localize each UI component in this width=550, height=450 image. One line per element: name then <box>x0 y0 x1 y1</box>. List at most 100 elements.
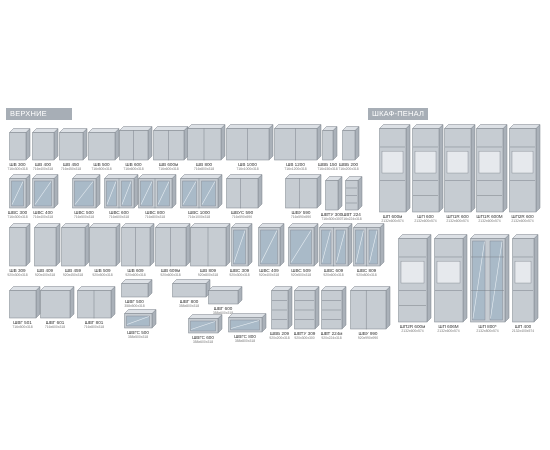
cabinet-shvus590[interactable] <box>225 173 263 214</box>
cabinet-shvtu309[interactable] <box>293 285 320 335</box>
cabinet-drawing <box>257 222 285 267</box>
cabinet-shvs309[interactable] <box>230 222 253 272</box>
cabinet-drawing <box>511 233 539 323</box>
cabinet-shvs1000[interactable] <box>179 173 223 214</box>
cabinet-shp2r600w[interactable] <box>397 233 432 328</box>
cabinet-shvs500[interactable] <box>71 173 101 214</box>
cabinet-dimensions: 716x600x318 <box>123 167 144 172</box>
cabinet-shp800[interactable] <box>469 233 510 328</box>
cabinet-drawing <box>179 173 223 209</box>
cabinet-drawing <box>443 123 476 213</box>
cabinet-name: ШВТУ 309 <box>293 331 316 336</box>
cabinet-shp400[interactable] <box>511 233 539 328</box>
cabinet-name: ШВ 609м <box>160 268 181 273</box>
cabinet-shv600m[interactable] <box>152 125 189 166</box>
cabinet-shvu590[interactable] <box>284 173 322 214</box>
cabinet-shp606m[interactable] <box>433 233 468 328</box>
cabinet-shvs509[interactable] <box>287 222 319 272</box>
cabinet-dimensions: 2132x600x574 <box>401 329 424 334</box>
cabinet-dimensions: 920x600x318 <box>160 273 181 278</box>
cabinet-shv509[interactable] <box>88 222 121 272</box>
cabinet-shvg601[interactable] <box>39 285 75 324</box>
cabinet-dimensions: 358x800x318 <box>178 304 200 309</box>
cabinet-shv309[interactable] <box>8 222 31 272</box>
cabinet-drawing <box>88 222 121 267</box>
cabinet-name: ШВС 809 <box>356 268 377 273</box>
cabinet-shvs809[interactable] <box>352 222 385 272</box>
cabinet-name: ШВ 400 <box>34 162 52 167</box>
cabinet-dimensions: 920x500x318 <box>92 273 113 278</box>
cabinet-shvs400[interactable] <box>31 173 59 214</box>
cabinet-drawing <box>186 123 226 161</box>
cabinet-shp2r600[interactable] <box>508 123 541 218</box>
cabinet-drawing <box>352 222 385 267</box>
cabinet-shv400[interactable] <box>31 127 59 166</box>
cabinet-shvs409[interactable] <box>257 222 285 272</box>
cabinet-shv1200[interactable] <box>273 123 322 166</box>
cabinet-shvs600[interactable] <box>103 173 139 214</box>
cabinet-shvt224[interactable] <box>344 175 363 216</box>
cabinet-name: ШП 600 <box>417 214 434 219</box>
cabinet-dimensions: 920x224x318 <box>321 336 342 341</box>
cabinet-shv600[interactable] <box>118 125 153 166</box>
cabinet-shvb150[interactable] <box>321 125 338 166</box>
cabinet-drawing <box>207 285 243 305</box>
cabinet-shp600[interactable] <box>411 123 444 218</box>
cabinet-shv450[interactable] <box>58 127 88 166</box>
cabinet-shvb200[interactable] <box>341 125 360 166</box>
cabinet-shvb209[interactable] <box>270 285 293 335</box>
cabinet-dimensions: 358x600x318 <box>192 340 214 345</box>
cabinet-shv809[interactable] <box>189 222 231 272</box>
cabinet-shv459[interactable] <box>60 222 90 272</box>
cabinet-name: ШВ 600 <box>125 162 142 167</box>
cabinet-shv300[interactable] <box>8 127 31 166</box>
cabinet-shp600m[interactable] <box>378 123 411 218</box>
cabinet-name: ШВГ 600 <box>213 306 233 311</box>
cabinet-shp1r600m[interactable] <box>475 123 508 218</box>
cabinet-shv500[interactable] <box>87 127 120 166</box>
cabinet-drawing <box>31 127 59 161</box>
cabinet-shvgs500[interactable] <box>123 308 157 334</box>
cabinet-shvg800[interactable] <box>171 278 211 303</box>
cabinet-shvs609[interactable] <box>318 222 353 272</box>
cabinet-shv409[interactable] <box>33 222 61 272</box>
cabinet-dimensions: 716x500x318 <box>91 167 112 172</box>
cabinet-shp1r600[interactable] <box>443 123 476 218</box>
cabinet-name: ШВГ 501 <box>13 320 32 325</box>
cabinet-shvu990[interactable] <box>349 285 391 335</box>
cabinet-shv609[interactable] <box>120 222 155 272</box>
cabinet-dimensions: 920x400x318 <box>34 273 56 278</box>
cabinet-name: ШВ 1200 <box>286 162 305 167</box>
cabinet-name: ШВУ 990 <box>358 331 378 336</box>
cabinet-shvt224m[interactable] <box>320 285 347 335</box>
cabinet-shvs800[interactable] <box>137 173 177 214</box>
cabinet-shv609m[interactable] <box>154 222 191 272</box>
cabinet-drawing <box>103 173 139 209</box>
cabinet-shvtu300[interactable] <box>324 175 343 216</box>
cabinet-shvgs800[interactable] <box>227 312 267 338</box>
cabinet-shv1000[interactable] <box>225 123 274 166</box>
cabinet-shvs300[interactable] <box>8 173 31 214</box>
cabinet-drawing <box>31 173 59 209</box>
cabinet-shv800[interactable] <box>186 123 226 166</box>
cabinet-name: ШП 600м <box>382 214 403 219</box>
cabinet-shvg600[interactable] <box>207 285 243 310</box>
cabinet-shvg501[interactable] <box>8 285 41 324</box>
cabinet-drawing <box>508 123 541 213</box>
cabinet-shvgs600[interactable] <box>187 313 223 339</box>
cabinet-shvg500[interactable] <box>120 278 153 303</box>
cabinet-name: ШВС 800 <box>145 210 165 215</box>
cabinet-dimensions: 716x1200x318 <box>284 167 307 172</box>
cabinet-shvg801[interactable] <box>76 285 116 324</box>
